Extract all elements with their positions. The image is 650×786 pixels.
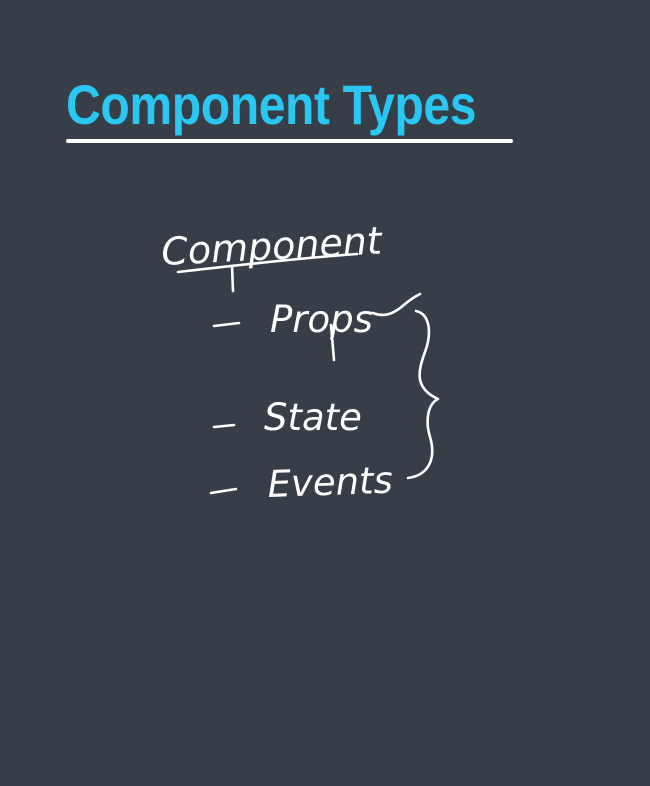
title-underline	[66, 139, 513, 143]
heading-tick-stroke	[230, 264, 235, 293]
notes-item-props: Props	[270, 298, 373, 341]
curly-brace-icon	[406, 309, 440, 480]
heading-underline-stroke	[176, 252, 359, 274]
bullet-dash-state	[212, 423, 236, 429]
props-check-stroke	[371, 292, 422, 317]
props-descender-stroke	[329, 323, 336, 362]
notes-item-events: Events	[267, 459, 394, 506]
notes-heading: Component	[160, 218, 385, 274]
bullet-dash-events	[209, 487, 238, 495]
bullet-dash-props	[212, 321, 241, 328]
slide-title: Component Types	[66, 73, 477, 136]
notes-item-state: State	[264, 396, 362, 439]
